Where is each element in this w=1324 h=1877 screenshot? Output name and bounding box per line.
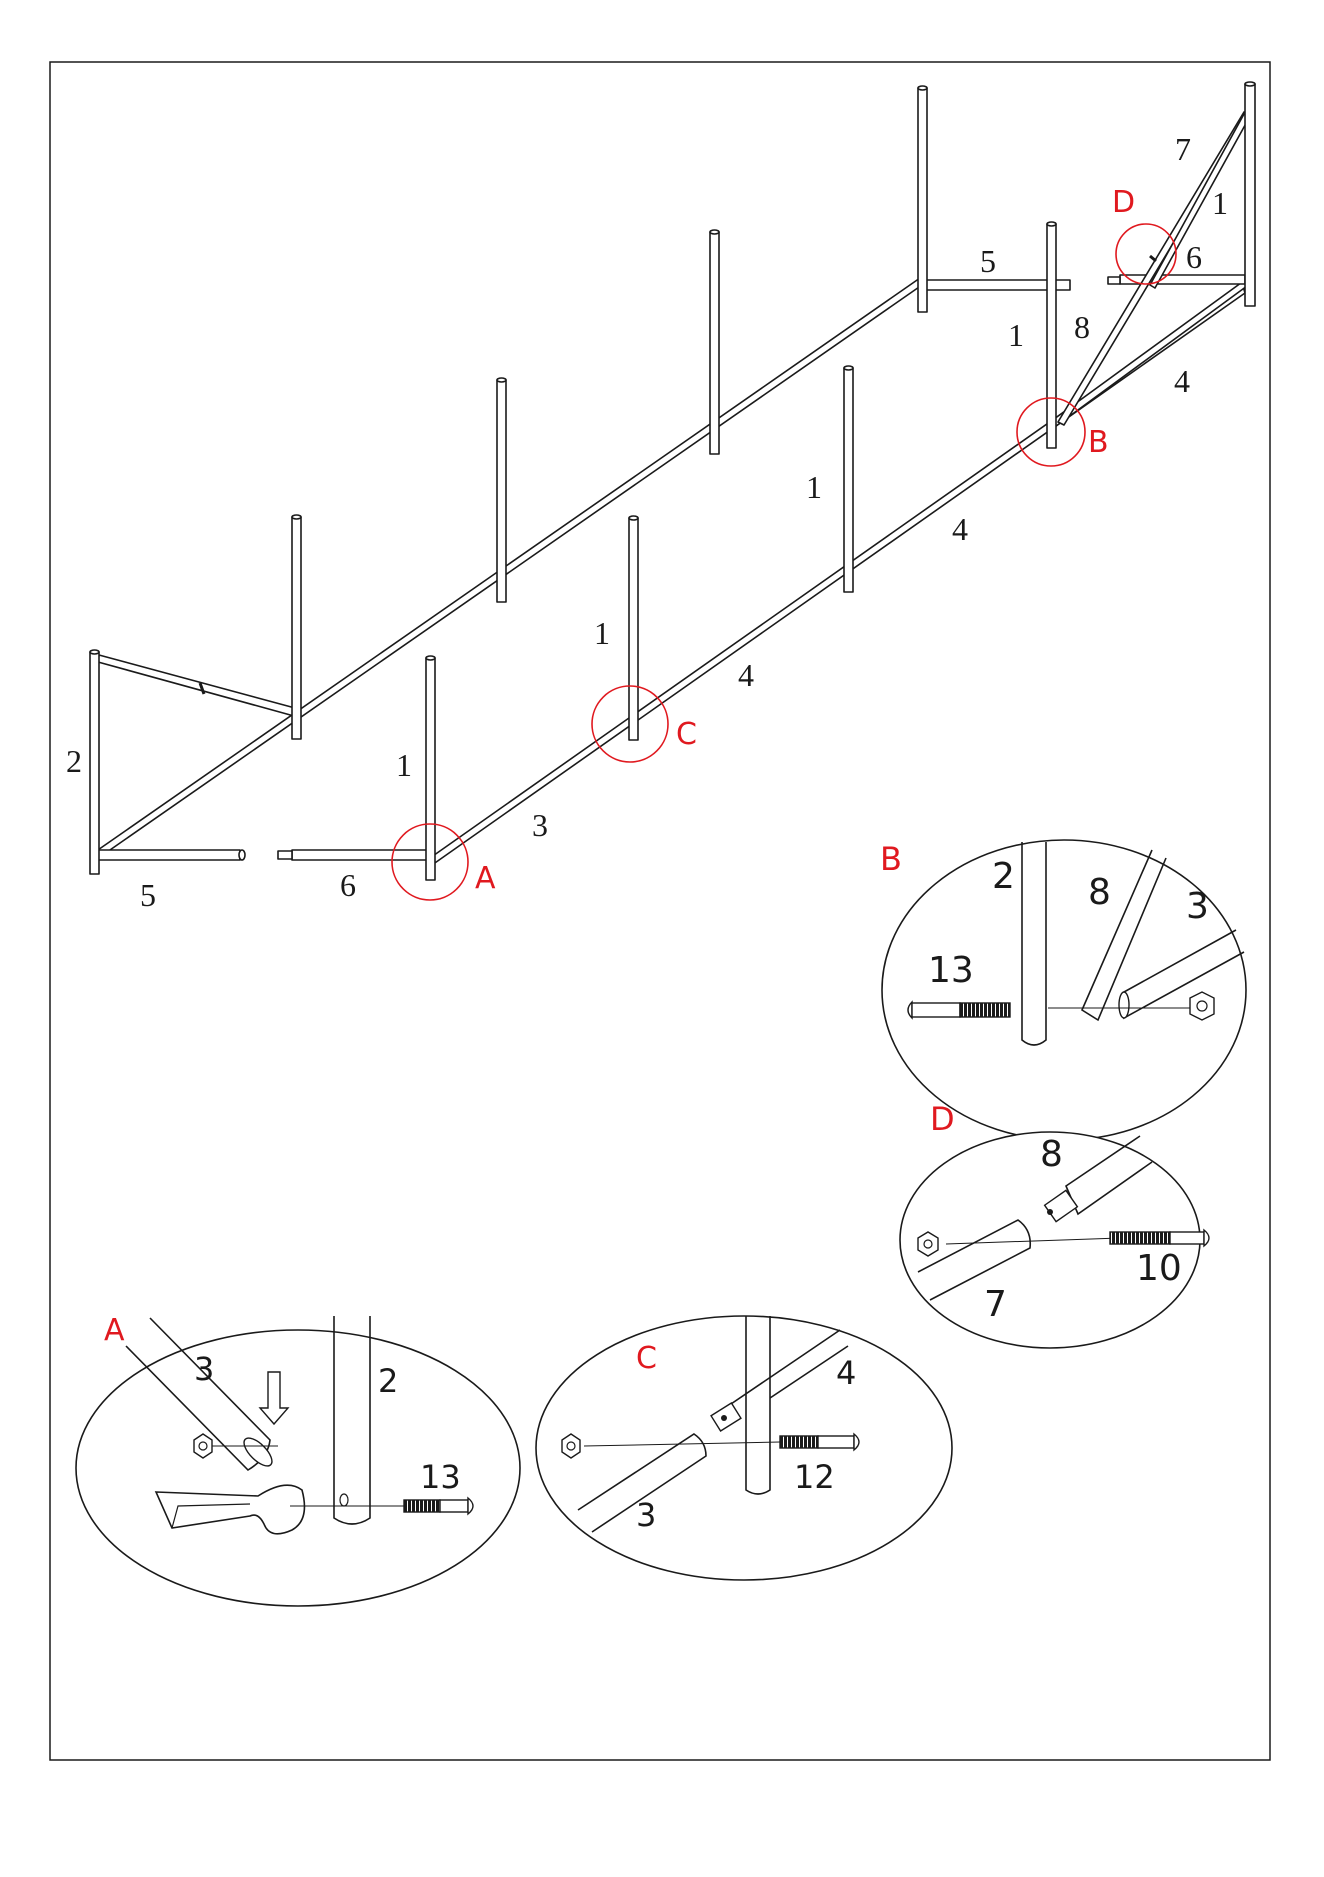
detail-d-brace-lower-label: 7 [984, 1284, 1007, 1325]
detail-b-post-label: 2 [992, 856, 1015, 897]
crossbar-joint-plug-right [1108, 277, 1120, 284]
detail-a-bolt-shank [440, 1500, 468, 1512]
crossbar-end-cap [239, 850, 245, 860]
detail-b-title: B [880, 840, 902, 878]
detail-d-bolt-shank [1170, 1232, 1204, 1244]
detail-a-title: A [104, 1313, 125, 1348]
posts [90, 82, 1255, 880]
crossbar-joint-plug [278, 851, 292, 859]
back-long-rail [95, 278, 922, 859]
left-crossbar-6 [292, 850, 428, 860]
detail-c-bolt-shank [818, 1436, 854, 1448]
callout-letter-d: D [1112, 185, 1135, 220]
label: 5 [980, 243, 996, 279]
label: 4 [738, 657, 754, 693]
detail-c-bubble [536, 1316, 952, 1580]
post-1 [426, 658, 435, 880]
post-1 [918, 88, 927, 312]
detail-d-bolt-thread [1110, 1232, 1170, 1244]
detail-a-bolt-label: 13 [420, 1458, 461, 1496]
label: 6 [1186, 239, 1202, 275]
detail-d-bolt-label: 10 [1136, 1248, 1182, 1289]
detail-d-title: D [930, 1100, 955, 1138]
detail-a-post-label: 2 [378, 1362, 398, 1400]
post-1 [292, 517, 301, 739]
left-diagonal-brace [98, 655, 295, 716]
detail-a-rail-label: 3 [194, 1350, 214, 1388]
detail-d-bolt-head [1204, 1230, 1209, 1246]
detail-c-bolt-thread [780, 1436, 818, 1448]
detail-c-bolt-label: 12 [794, 1458, 835, 1496]
detail-d: D 8 7 10 [900, 1100, 1209, 1348]
label: 2 [66, 743, 82, 779]
callout-letter-b: B [1088, 425, 1109, 460]
label: 1 [806, 469, 822, 505]
label: 4 [952, 511, 968, 547]
detail-c: C 4 3 12 [536, 1316, 952, 1580]
detail-b-rail-label: 3 [1186, 886, 1209, 927]
left-crossbar-5 [95, 850, 240, 860]
label: 5 [140, 877, 156, 913]
post-1 [497, 380, 506, 602]
label: 3 [532, 807, 548, 843]
post-1 [710, 232, 719, 454]
label: 7 [1175, 131, 1191, 167]
detail-b: B 2 8 3 13 [880, 840, 1246, 1140]
label: 8 [1074, 309, 1090, 345]
callout-circles [392, 224, 1176, 900]
label: 1 [396, 747, 412, 783]
post-1 [844, 368, 853, 592]
label: 6 [340, 867, 356, 903]
post-1-right [1245, 84, 1255, 306]
detail-a: A 3 2 13 [76, 1313, 520, 1606]
detail-c-rail-left-label: 3 [636, 1496, 656, 1534]
label: 1 [1008, 317, 1024, 353]
front-rail-top-segment [1050, 280, 1247, 429]
label: 1 [594, 615, 610, 651]
label: 1 [1212, 185, 1228, 221]
detail-c-title: C [636, 1341, 657, 1376]
callout-letter-c: C [676, 717, 697, 752]
post-1 [629, 518, 638, 740]
label: 4 [1174, 363, 1190, 399]
detail-d-brace-upper-label: 8 [1040, 1134, 1063, 1175]
brace-joint-mark-right [1150, 256, 1156, 261]
detail-b-bolt-thread [960, 1003, 1010, 1017]
callout-letters: A C B D [475, 185, 1135, 896]
detail-b-bolt-shank [912, 1003, 960, 1017]
post-1 [1047, 224, 1056, 448]
callout-letter-a: A [475, 861, 496, 896]
detail-b-bolt-label: 13 [928, 950, 974, 991]
frame-assembly [90, 82, 1255, 880]
detail-a-bolt-thread [404, 1500, 440, 1512]
detail-c-rail-right-label: 4 [836, 1354, 856, 1392]
detail-b-brace-label: 8 [1088, 872, 1111, 913]
post-2-left [90, 652, 99, 874]
